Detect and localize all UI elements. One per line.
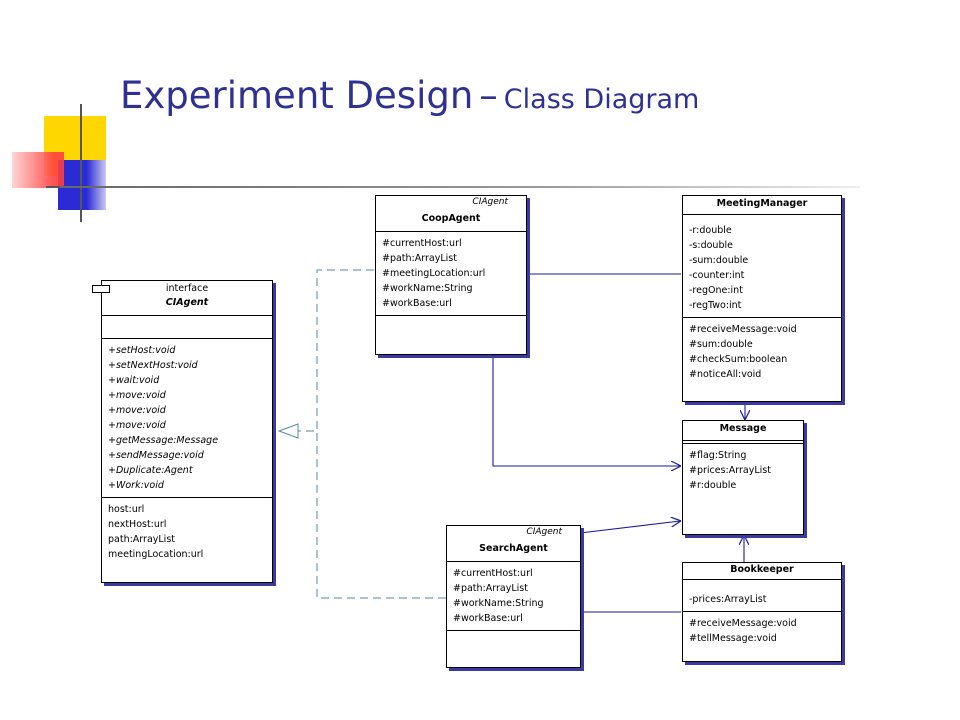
class-header: MeetingManager <box>683 196 841 215</box>
method: +move:void <box>108 390 166 401</box>
method: +setNextHost:void <box>108 360 198 371</box>
method: #receiveMessage:void <box>689 324 797 335</box>
attribute: #workName:String <box>453 598 544 609</box>
page-title: Experiment Design–Class Diagram <box>120 74 699 117</box>
class-searchagent[interactable]: CIAgent SearchAgent #currentHost:url #pa… <box>446 525 581 668</box>
class-header: CIAgent CoopAgent <box>376 196 526 232</box>
class-bookkeeper[interactable]: Bookkeeper -prices:ArrayList #receiveMes… <box>682 562 842 662</box>
method: #receiveMessage:void <box>689 618 797 629</box>
class-name: CoopAgent <box>421 213 481 224</box>
class-header: interface CIAgent <box>102 281 272 316</box>
realization-lines <box>298 269 446 599</box>
decor-red-square <box>12 152 64 188</box>
attribute: #meetingLocation:url <box>382 268 486 279</box>
title-divider <box>60 186 860 188</box>
method: +Duplicate:Agent <box>108 465 193 476</box>
class-attributes: -prices:ArrayList <box>683 580 841 612</box>
attribute: -s:double <box>689 240 733 251</box>
method: +move:void <box>108 405 166 416</box>
class-attributes: #currentHost:url #path:ArrayList #meetin… <box>376 232 526 316</box>
method: #sum:double <box>689 339 753 350</box>
method: +wait:void <box>108 375 160 386</box>
method: +getMessage:Message <box>108 435 219 446</box>
class-attributes: #flag:String #prices:ArrayList #r:double <box>683 444 803 497</box>
attribute: -r:double <box>689 225 732 236</box>
class-header: Message <box>683 421 803 441</box>
attribute: #workBase:url <box>382 298 452 309</box>
decor-vertical-line <box>80 104 82 222</box>
method: #noticeAll:void <box>689 369 762 380</box>
class-methods: #receiveMessage:void #tellMessage:void <box>683 612 841 650</box>
attribute: #flag:String <box>689 450 747 461</box>
class-attributes: #currentHost:url #path:ArrayList #workNa… <box>447 562 580 631</box>
attribute: host:url <box>108 504 145 515</box>
attribute: #currentHost:url <box>382 238 462 249</box>
class-methods: #receiveMessage:void #sum:double #checkS… <box>683 318 841 386</box>
class-stereotype: CIAgent <box>526 527 562 537</box>
attribute: -prices:ArrayList <box>689 594 767 605</box>
method: #checkSum:boolean <box>689 354 788 365</box>
method: +Work:void <box>108 480 164 491</box>
attribute: #workBase:url <box>453 613 523 624</box>
attribute: -sum:double <box>689 255 749 266</box>
class-methods-empty <box>376 316 526 346</box>
decor-blue-square <box>58 160 106 210</box>
method: +move:void <box>108 420 166 431</box>
class-stereotype: CIAgent <box>472 197 508 207</box>
attribute: -regOne:int <box>689 285 743 296</box>
class-header: CIAgent SearchAgent <box>447 526 580 562</box>
class-header: Bookkeeper <box>683 563 841 580</box>
assoc-coop-message <box>492 356 680 466</box>
interface-tab-icon <box>92 285 110 293</box>
class-name: CIAgent <box>165 297 209 308</box>
attribute: #currentHost:url <box>453 568 533 579</box>
attribute: #path:ArrayList <box>382 253 457 264</box>
realization-coopagent <box>298 269 374 432</box>
class-meetingmanager[interactable]: MeetingManager -r:double -s:double -sum:… <box>682 195 842 402</box>
title-dash: – <box>479 74 498 117</box>
association-lines <box>492 273 745 613</box>
attribute: #path:ArrayList <box>453 583 528 594</box>
class-message[interactable]: Message #flag:String #prices:ArrayList #… <box>682 420 804 535</box>
class-name: SearchAgent <box>479 543 548 554</box>
class-name: MeetingManager <box>716 198 808 209</box>
class-name: Message <box>719 423 767 434</box>
method: +sendMessage:void <box>108 450 204 461</box>
realization-searchagent <box>316 431 446 599</box>
class-section-empty <box>102 316 272 339</box>
class-coopagent[interactable]: CIAgent CoopAgent #currentHost:url #path… <box>375 195 527 355</box>
method: #tellMessage:void <box>689 633 777 644</box>
attribute: meetingLocation:url <box>108 549 204 560</box>
attribute: #r:double <box>689 480 737 491</box>
attribute: path:ArrayList <box>108 534 175 545</box>
attribute: -regTwo:int <box>689 300 742 311</box>
class-stereotype: interface <box>165 283 209 294</box>
class-attributes: -r:double -s:double -sum:double -counter… <box>683 215 841 318</box>
class-attributes: host:url nextHost:url path:ArrayList mee… <box>102 498 272 566</box>
class-methods-empty <box>447 631 580 659</box>
method: +setHost:void <box>108 345 176 356</box>
class-methods: +setHost:void +setNextHost:void +wait:vo… <box>102 339 272 498</box>
title-sub: Class Diagram <box>503 84 700 115</box>
class-section-empty <box>683 441 803 444</box>
attribute: #prices:ArrayList <box>689 465 771 476</box>
class-ciagent[interactable]: interface CIAgent +setHost:void +setNext… <box>92 280 273 583</box>
title-main: Experiment Design <box>120 74 474 117</box>
attribute: nextHost:url <box>108 519 167 530</box>
assoc-search-message <box>579 521 680 534</box>
realization-arrowhead <box>277 423 299 439</box>
class-name: Bookkeeper <box>730 564 794 575</box>
attribute: -counter:int <box>689 270 745 281</box>
attribute: #workName:String <box>382 283 473 294</box>
